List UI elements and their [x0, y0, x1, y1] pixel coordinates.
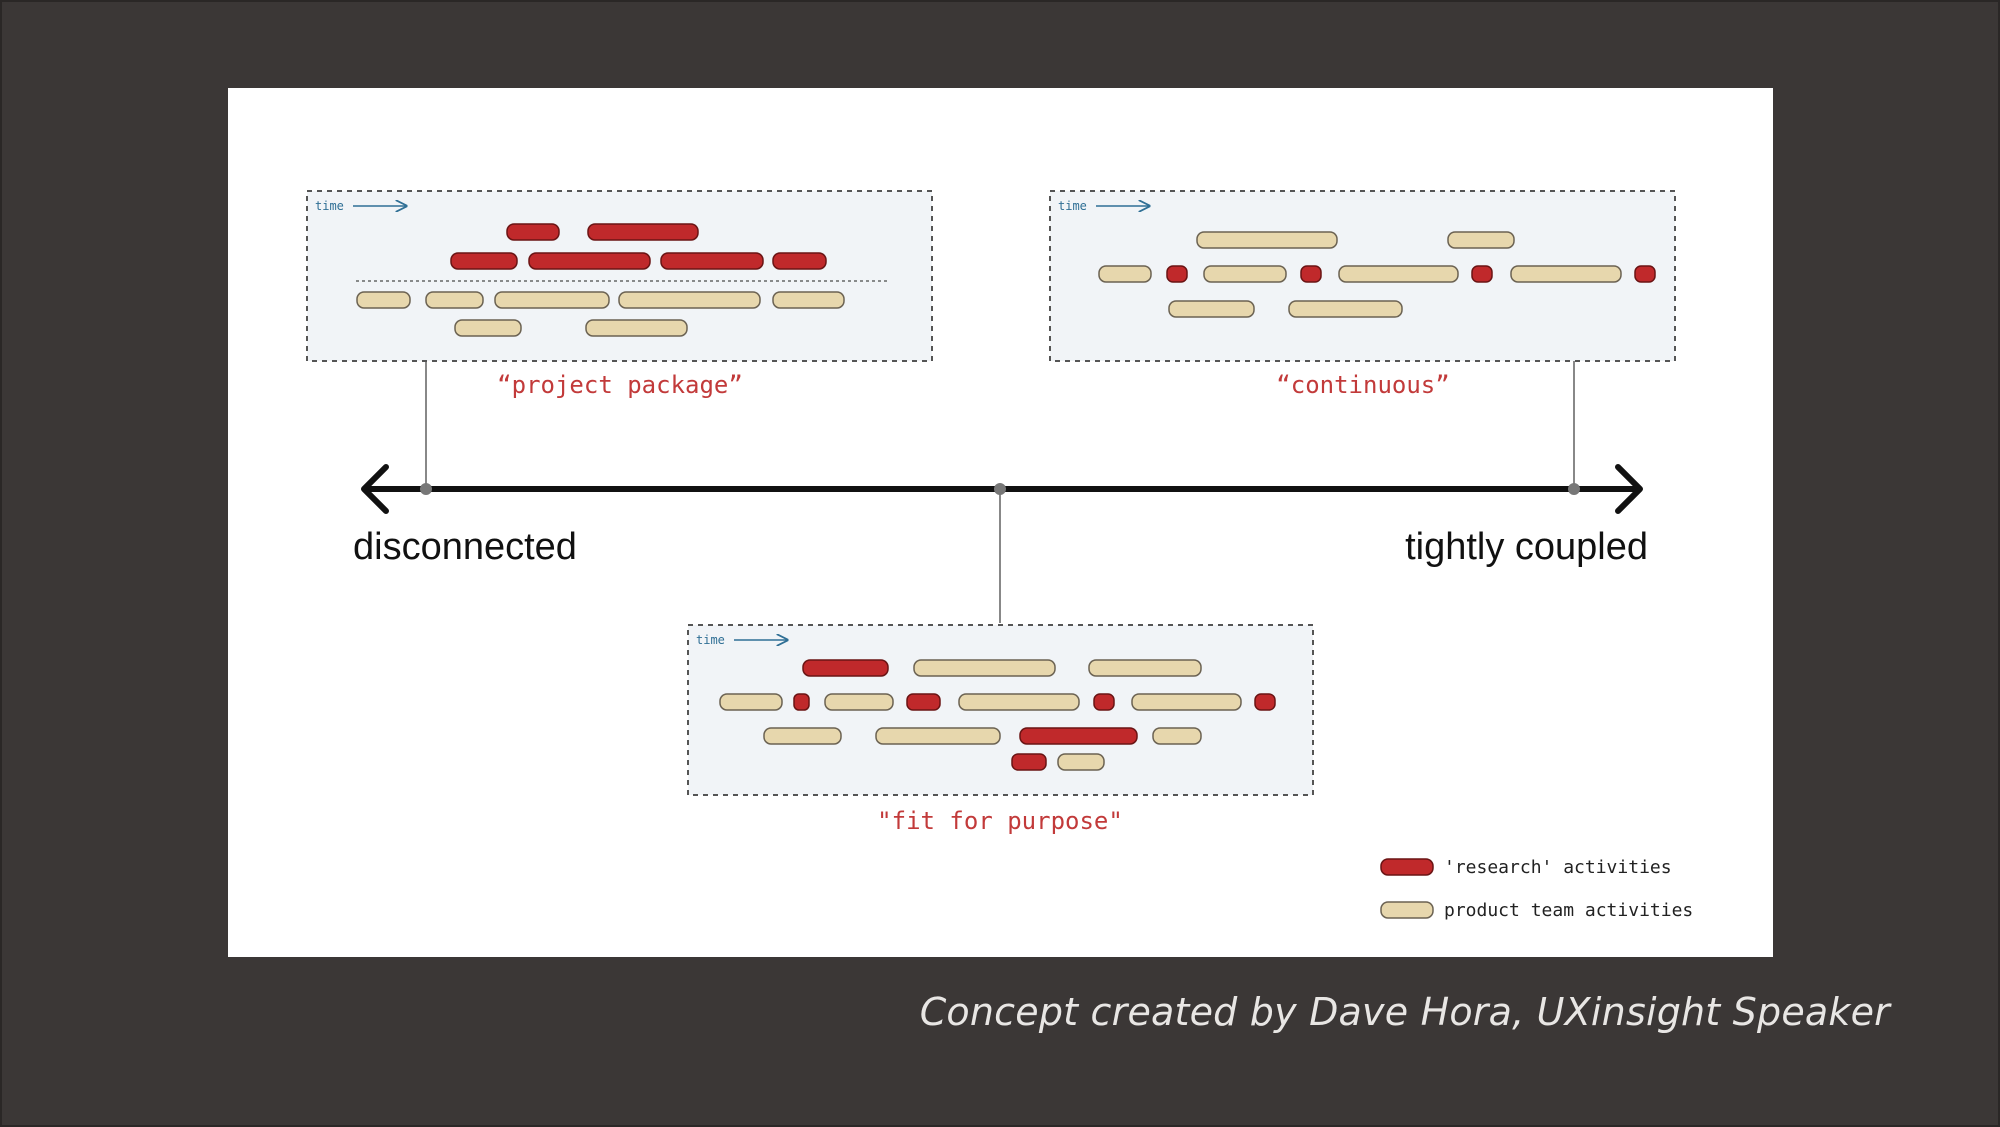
research-activity	[1011, 753, 1047, 771]
research-activity	[587, 223, 699, 241]
axis-point-left	[420, 483, 432, 495]
product-activity	[1288, 300, 1403, 318]
research-activity	[660, 252, 764, 270]
product-activity	[719, 693, 783, 711]
product-activity	[1088, 659, 1202, 677]
product-activity	[425, 291, 484, 309]
axis-right-arrowhead-icon	[1615, 464, 1643, 514]
research-activity	[1634, 265, 1656, 283]
diagram-panel: disconnected tightly coupled time	[228, 88, 1773, 957]
product-activity	[875, 727, 1001, 745]
time-label: time	[696, 633, 725, 647]
product-activity	[1168, 300, 1255, 318]
panel-continuous: time “continuous”	[1049, 190, 1676, 399]
time-label: time	[315, 199, 344, 213]
legend-research-swatch	[1380, 858, 1434, 876]
research-activity	[1471, 265, 1493, 283]
product-activity	[356, 291, 411, 309]
axis-point-center	[994, 483, 1006, 495]
panel-fit-for-purpose: time "	[687, 624, 1314, 835]
product-activity	[1203, 265, 1287, 283]
product-activity	[454, 319, 522, 337]
product-activity	[1338, 265, 1459, 283]
research-activity	[450, 252, 518, 270]
research-activity	[1166, 265, 1188, 283]
product-activity	[585, 319, 688, 337]
research-activity	[772, 252, 827, 270]
legend-product-swatch	[1380, 901, 1434, 919]
axis-left-arrowhead-icon	[361, 464, 389, 514]
axis-label-disconnected: disconnected	[353, 526, 577, 568]
research-activity	[1254, 693, 1276, 711]
panel-label: “project package”	[497, 371, 743, 399]
research-activity	[802, 659, 889, 677]
research-activity	[506, 223, 560, 241]
product-activity	[618, 291, 761, 309]
panel-label: “continuous”	[1276, 371, 1449, 399]
product-activity	[913, 659, 1056, 677]
product-activity	[1131, 693, 1242, 711]
product-activity	[763, 727, 842, 745]
legend-product-label: product team activities	[1444, 900, 1693, 921]
product-activity	[1098, 265, 1152, 283]
spectrum-diagram: disconnected tightly coupled time	[306, 190, 1693, 921]
panel-project-package: time “project package”	[306, 190, 933, 399]
product-activity	[494, 291, 610, 309]
research-activity	[1093, 693, 1115, 711]
research-activity	[1300, 265, 1322, 283]
product-activity	[824, 693, 894, 711]
axis-label-tightly-coupled: tightly coupled	[1405, 526, 1648, 568]
product-activity	[1510, 265, 1622, 283]
legend-research-label: 'research' activities	[1444, 857, 1672, 878]
product-activity	[1057, 753, 1105, 771]
panel-label: "fit for purpose"	[877, 807, 1123, 835]
caption: Concept created by Dave Hora, UXinsight …	[919, 990, 1890, 1034]
time-label: time	[1058, 199, 1087, 213]
axis-point-right	[1568, 483, 1580, 495]
product-activity	[1447, 231, 1515, 249]
research-activity	[1019, 727, 1138, 745]
product-activity	[772, 291, 845, 309]
product-activity	[958, 693, 1080, 711]
research-activity	[528, 252, 651, 270]
legend: 'research' activities product team activ…	[1380, 857, 1693, 921]
product-activity	[1152, 727, 1202, 745]
research-activity	[793, 693, 810, 711]
research-activity	[906, 693, 941, 711]
product-activity	[1196, 231, 1338, 249]
